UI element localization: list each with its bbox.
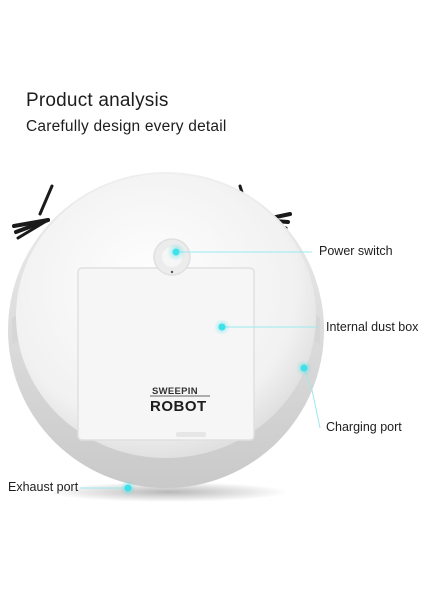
brand-label-bottom: ROBOT bbox=[150, 398, 207, 415]
side-brush-left bbox=[12, 184, 54, 240]
callout-charging-port: Charging port bbox=[326, 420, 402, 434]
page-subtitle: Carefully design every detail bbox=[26, 118, 227, 135]
callout-internal-dust-box: Internal dust box bbox=[326, 320, 419, 334]
charging-port-marker bbox=[300, 364, 308, 372]
callout-power-switch: Power switch bbox=[319, 244, 393, 258]
brand-label-top: SWEEPIN bbox=[152, 386, 198, 397]
callout-dots bbox=[120, 243, 312, 496]
page-title: Product analysis bbox=[26, 90, 169, 111]
callout-exhaust-port: Exhaust port bbox=[8, 480, 79, 494]
power-switch-marker bbox=[172, 248, 180, 256]
floor-shadow bbox=[48, 482, 288, 502]
dust-box-marker bbox=[218, 323, 226, 331]
exhaust-port-marker bbox=[124, 484, 132, 492]
